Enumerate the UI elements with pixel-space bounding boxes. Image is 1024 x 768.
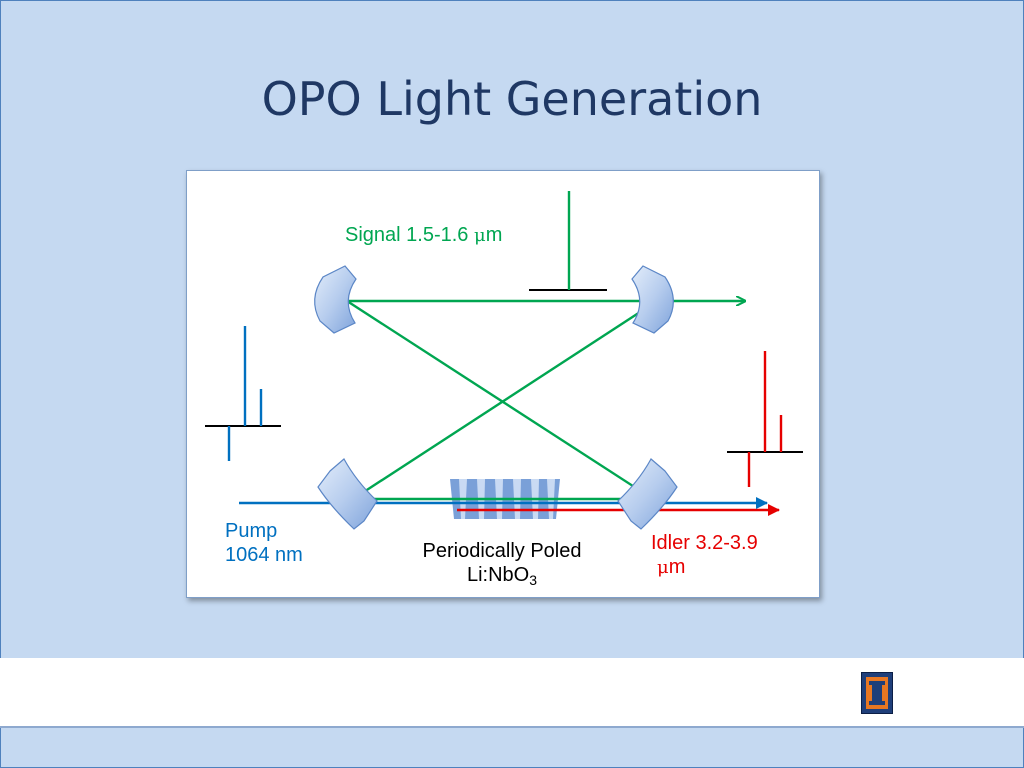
idler-spectrum-icon [727, 351, 803, 487]
signal-beams [346, 299, 658, 501]
signal-label-text: Signal 1.5-1.6 [345, 224, 474, 246]
crystal-label-line2: Li:NbO3 [387, 563, 617, 587]
mirror-top-left-icon [314, 265, 357, 334]
opo-diagram: Signal 1.5-1.6 μm Pump 1064 nm Periodica… [186, 170, 820, 598]
signal-unit-greek: μ [473, 225, 486, 246]
signal-label: Signal 1.5-1.6 μm [345, 223, 502, 248]
slide-title: OPO Light Generation [261, 72, 763, 126]
pump-label-line2: 1064 nm [225, 544, 303, 566]
crystal-label-line1: Periodically Poled [422, 540, 582, 562]
university-block-i-logo-icon [861, 672, 893, 714]
idler-label-line2: μm [651, 555, 758, 580]
pump-spectrum-icon [205, 326, 281, 461]
idler-unit-greek: μ [657, 557, 669, 578]
idler-label-line1: Idler 3.2-3.9 [651, 532, 758, 554]
mirror-bottom-right-icon [617, 458, 678, 530]
idler-unit-rest: m [668, 556, 686, 578]
mirror-bottom-left-icon [317, 458, 378, 530]
signal-unit-rest: m [485, 224, 503, 246]
crystal-formula: Li:NbO [466, 564, 530, 586]
idler-label: Idler 3.2-3.9 μm [651, 531, 758, 580]
pump-label-line1: Pump [225, 520, 278, 542]
signal-spectrum-icon [529, 191, 607, 291]
pump-label: Pump 1064 nm [225, 519, 303, 567]
logo-letter [869, 681, 885, 705]
opo-diagram-graphic [205, 191, 803, 530]
crystal-label: Periodically Poled Li:NbO3 [387, 539, 617, 587]
crystal-formula-subscript: 3 [529, 572, 538, 588]
logo-inner [866, 677, 888, 709]
mirror-top-right-icon [631, 265, 674, 334]
footer-band [0, 658, 1024, 728]
